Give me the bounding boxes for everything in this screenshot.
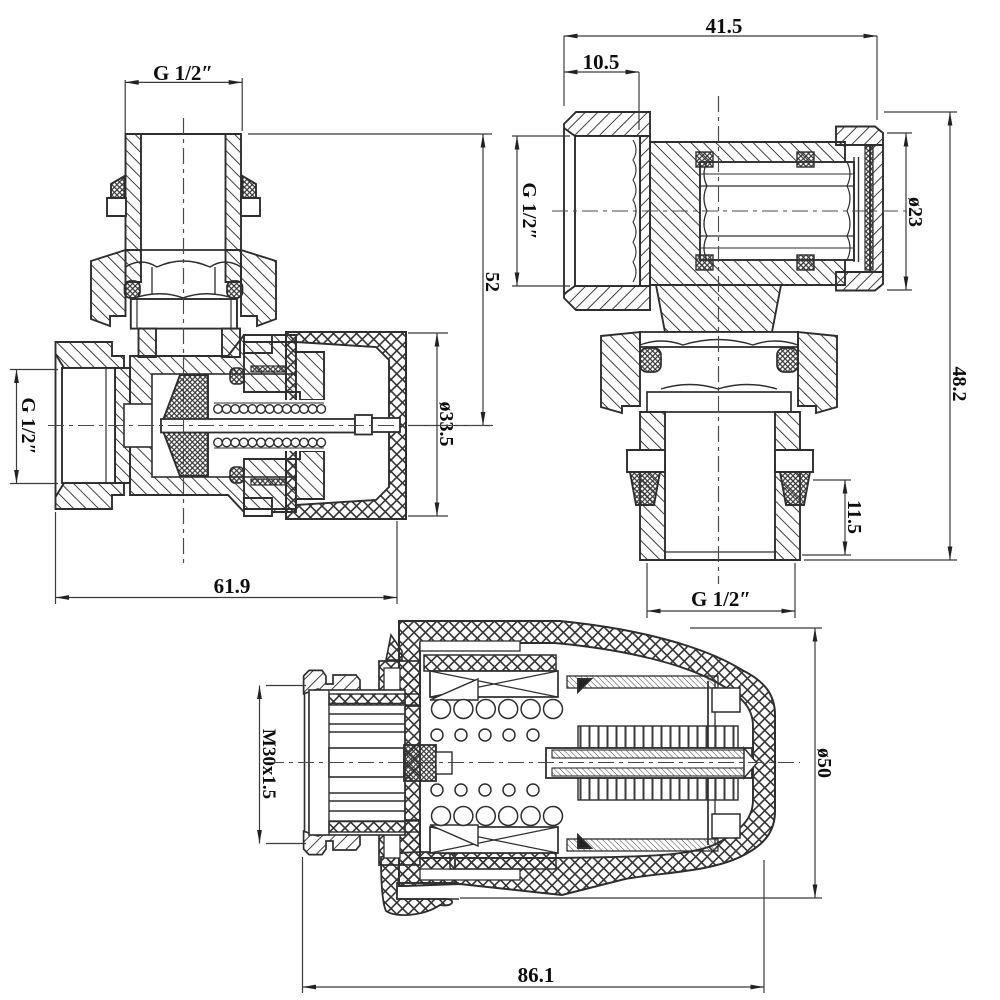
svg-text:11.5: 11.5 — [843, 500, 865, 534]
svg-text:ø23: ø23 — [904, 197, 926, 227]
svg-text:10.5: 10.5 — [583, 50, 620, 74]
svg-text:ø33.5: ø33.5 — [435, 402, 457, 447]
svg-text:41.5: 41.5 — [706, 14, 743, 38]
svg-text:86.1: 86.1 — [518, 963, 555, 987]
svg-text:M30x1.5: M30x1.5 — [258, 729, 279, 799]
svg-text:61.9: 61.9 — [214, 574, 251, 598]
svg-text:ø50: ø50 — [813, 748, 835, 778]
svg-text:G 1/2″: G 1/2″ — [17, 397, 39, 454]
svg-text:52: 52 — [481, 272, 503, 292]
svg-text:G 1/2″: G 1/2″ — [518, 182, 540, 239]
svg-text:G 1/2″: G 1/2″ — [153, 61, 213, 85]
svg-text:G 1/2″: G 1/2″ — [691, 587, 751, 611]
svg-text:48.2: 48.2 — [948, 367, 970, 402]
